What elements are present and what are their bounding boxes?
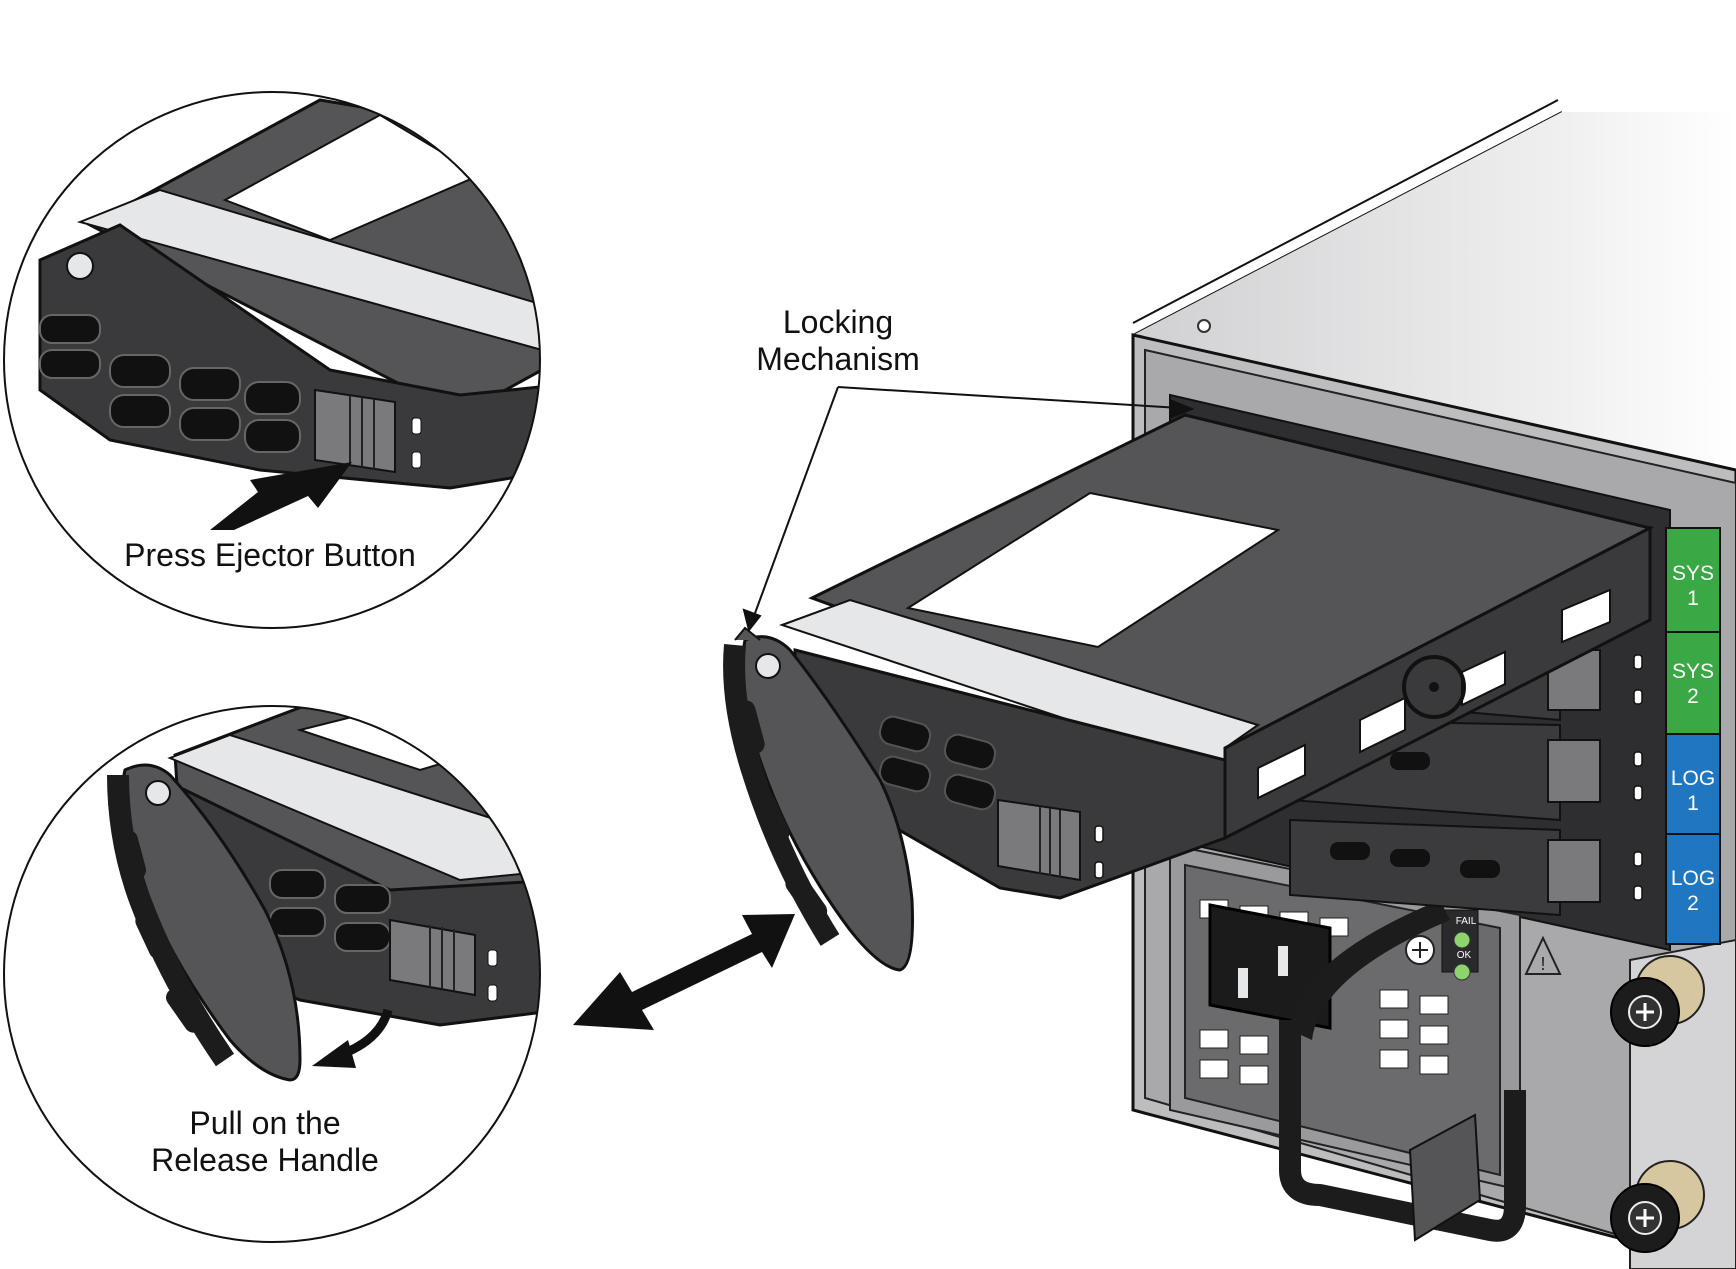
led-fail-icon (1453, 931, 1471, 949)
push-arrow-icon (210, 462, 352, 530)
bay-labels: SYS 1 SYS 2 LOG 1 LOG 2 (1665, 527, 1721, 945)
warning-icon (1524, 935, 1562, 975)
double-arrow-icon (573, 914, 795, 1030)
callout-press-ejector: Press Ejector Button (124, 537, 416, 573)
screw-hole-icon (1197, 319, 1211, 333)
thumb-screw-bottom (1610, 1160, 1705, 1253)
drive-carrier-main (723, 413, 1655, 972)
psu-handle (1279, 1020, 1526, 1242)
svg-text:2: 2 (1687, 685, 1699, 708)
locking-mechanism-leaders (742, 386, 1195, 633)
detail-circle-press-ejector (3, 91, 541, 629)
callout-pull-line2: Release Handle (151, 1142, 379, 1178)
bay-label-sys1: SYS 1 (1665, 527, 1721, 637)
svg-text:LOG: LOG (1671, 767, 1715, 790)
svg-text:SYS: SYS (1672, 562, 1714, 585)
led-fail-label: FAIL (1456, 916, 1477, 927)
led-ok-icon (1453, 963, 1471, 981)
drive-label (905, 491, 1281, 649)
svg-text:SYS: SYS (1672, 660, 1714, 683)
thumb-screw-top (1610, 955, 1705, 1047)
callout-locking-line1: Locking (782, 304, 894, 340)
callout-pull-line1: Pull on the (189, 1105, 341, 1141)
bay-label-log1: LOG 1 (1665, 733, 1721, 839)
svg-text:2: 2 (1687, 892, 1699, 915)
ejector-button-detail (314, 388, 396, 474)
led-ok-label: OK (1457, 950, 1472, 961)
callout-locking-mechanism: Locking Mechanism (738, 304, 938, 378)
callout-pull-release: Pull on the Release Handle (125, 1105, 405, 1179)
bay-label-sys2: SYS 2 (1665, 631, 1721, 739)
bay-label-log2: LOG 2 (1665, 833, 1721, 945)
power-supply: FAIL OK ! (1169, 843, 1562, 1242)
svg-text:1: 1 (1687, 792, 1699, 815)
svg-text:1: 1 (1687, 587, 1699, 610)
svg-text:!: ! (1540, 954, 1545, 974)
psu-latch (1408, 1113, 1482, 1242)
svg-text:LOG: LOG (1671, 867, 1715, 890)
callout-locking-line2: Mechanism (756, 341, 920, 377)
